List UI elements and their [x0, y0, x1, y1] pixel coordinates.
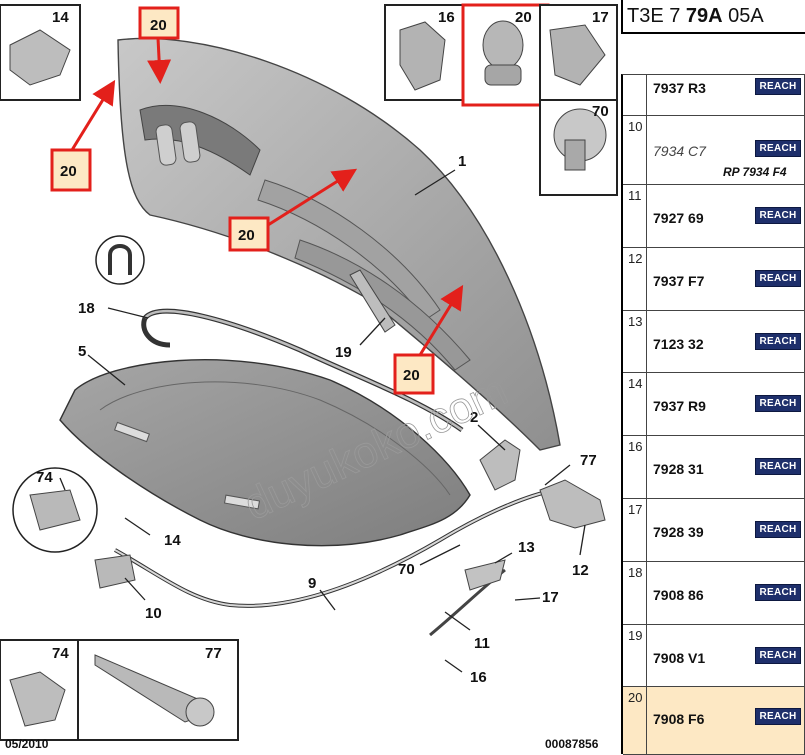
label-1: 1	[458, 153, 466, 170]
label-11: 11	[474, 635, 490, 652]
parts-header: T3E 7 79A 05A	[621, 0, 805, 34]
part-index: 20	[623, 687, 647, 754]
part-row[interactable]: 12 7937 F7 REACH	[623, 248, 805, 311]
callout-label-20-middle: 20	[238, 227, 255, 244]
callout-20-top	[138, 6, 180, 84]
part-row[interactable]: 19 7908 V1 REACH	[623, 625, 805, 687]
part-row[interactable]: 11 7927 69 REACH	[623, 185, 805, 248]
part-ref: 7908 V1	[653, 650, 706, 666]
part-ref: 7937 F7	[653, 273, 705, 289]
reach-badge: REACH	[755, 647, 801, 664]
part-ref: 7908 F6	[653, 711, 705, 727]
model-code: T3E 7 79A 05A	[627, 5, 764, 27]
part-ref: 7927 69	[653, 210, 704, 226]
footer-date: 05/2010	[5, 737, 49, 751]
label-19: 19	[335, 344, 352, 361]
callout-numbers: 1 2 5 18 19 9 70 14 10 74 77 12 13 17 11…	[36, 9, 609, 686]
callout-label-20-top: 20	[150, 17, 167, 34]
inset-label-74: 74	[52, 645, 69, 662]
reach-badge: REACH	[755, 270, 801, 287]
hinge-assembly	[349, 269, 521, 491]
part-index: 19	[623, 625, 647, 686]
lock-assembly	[12, 467, 136, 589]
part-ref: 7937 R3	[653, 80, 706, 96]
part-ref: 7928 31	[653, 461, 704, 477]
reach-badge: REACH	[755, 140, 801, 157]
inset-box-16	[384, 4, 464, 101]
reach-badge: REACH	[755, 395, 801, 412]
reach-badge: REACH	[755, 207, 801, 224]
inset-label-20: 20	[515, 9, 532, 26]
inset-label-16: 16	[438, 9, 455, 26]
label-17: 17	[542, 589, 559, 606]
inset-box-70	[539, 99, 618, 196]
part-row[interactable]: 17 7928 39 REACH	[623, 499, 805, 562]
callout-20-middle	[228, 168, 358, 252]
inset-box-77	[77, 639, 239, 741]
part-row[interactable]: 14 7937 R9 REACH	[623, 373, 805, 436]
label-5: 5	[78, 343, 86, 360]
inset-label-77: 77	[205, 645, 222, 662]
part-index: 13	[623, 311, 647, 372]
reach-badge: REACH	[755, 78, 801, 95]
hinge-bolt	[464, 479, 606, 591]
reach-badge: REACH	[755, 333, 801, 350]
part-row[interactable]: 7937 R3 REACH	[623, 75, 805, 116]
replacement-note: RP 7934 F4	[723, 165, 787, 179]
parts-list: 7937 R3 REACH 10 7934 C7 REACH RP 7934 F…	[621, 74, 805, 755]
inset-box-14	[0, 4, 81, 101]
inset-box-20	[461, 3, 550, 107]
insulation-pad	[59, 359, 471, 547]
part-index: 16	[623, 436, 647, 498]
label-10: 10	[145, 605, 162, 622]
part-row[interactable]: 16 7928 31 REACH	[623, 436, 805, 499]
part-ref: 7908 86	[653, 587, 704, 603]
callout-label-20-left: 20	[60, 163, 77, 180]
label-2: 2	[470, 409, 478, 426]
part-ref: 7123 32	[653, 336, 704, 352]
part-index: 11	[623, 185, 647, 247]
seal-strip	[95, 235, 464, 433]
inset-label-17: 17	[592, 9, 609, 26]
reach-badge: REACH	[755, 584, 801, 601]
label-12: 12	[572, 562, 589, 579]
label-14: 14	[164, 532, 181, 549]
part-row[interactable]: 18 7908 86 REACH	[623, 562, 805, 625]
part-index: 12	[623, 248, 647, 310]
part-index: 10	[623, 116, 647, 184]
part-ref: 7934 C7	[653, 143, 706, 159]
label-70: 70	[398, 561, 415, 578]
inset-box-74	[0, 639, 79, 741]
part-ref: 7928 39	[653, 524, 704, 540]
part-index: 18	[623, 562, 647, 624]
label-9: 9	[308, 575, 316, 592]
callout-20-lower	[393, 284, 464, 395]
label-18: 18	[78, 300, 95, 317]
reach-badge: REACH	[755, 458, 801, 475]
callout-20-left	[50, 79, 116, 192]
reach-badge: REACH	[755, 708, 801, 725]
inset-box-17	[539, 4, 618, 101]
label-16: 16	[470, 669, 487, 686]
label-13: 13	[518, 539, 535, 556]
part-index	[623, 75, 647, 115]
callout-label-20-lower: 20	[403, 367, 420, 384]
label-74: 74	[36, 469, 53, 486]
part-row[interactable]: 13 7123 32 REACH	[623, 311, 805, 373]
reach-badge: REACH	[755, 521, 801, 538]
label-77: 77	[580, 452, 597, 469]
bonnet-panel	[117, 37, 561, 451]
part-row[interactable]: 10 7934 C7 REACH RP 7934 F4	[623, 116, 805, 185]
footer-doc-number: 00087856	[545, 737, 599, 751]
parts-diagram: 1 2 5 18 19 9 70 14 10 74 77 12 13 17 11…	[0, 3, 618, 751]
leader-lines	[59, 169, 586, 673]
inset-label-14: 14	[52, 9, 69, 26]
part-ref: 7937 R9	[653, 398, 706, 414]
inset-label-70: 70	[592, 103, 609, 120]
part-index: 14	[623, 373, 647, 435]
part-index: 17	[623, 499, 647, 561]
part-row-selected[interactable]: 20 7908 F6 REACH	[623, 687, 805, 755]
